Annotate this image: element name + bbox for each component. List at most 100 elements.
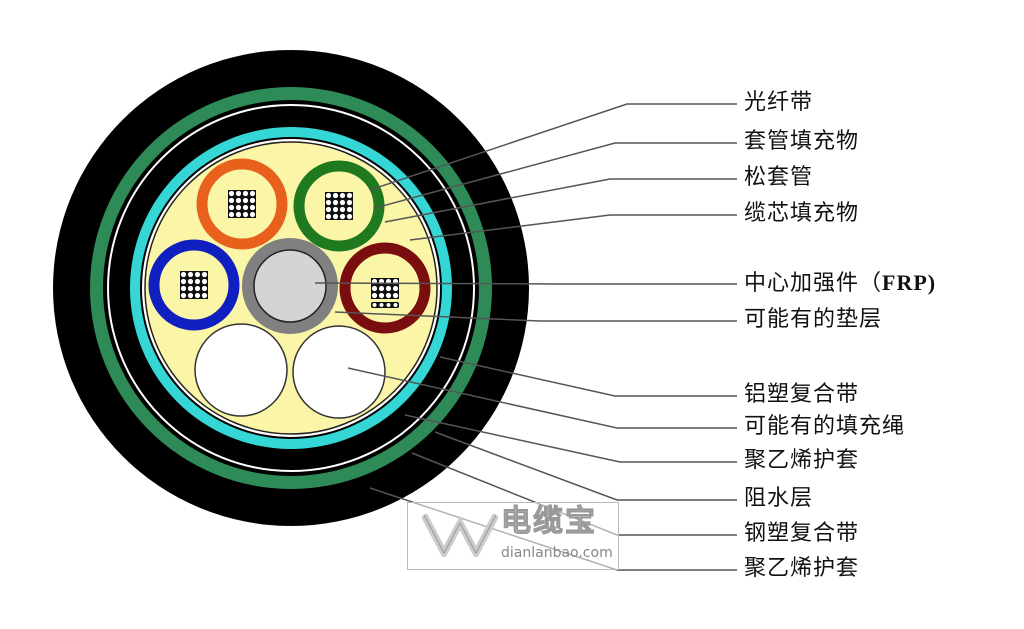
layer-label-text: 套管填充物 — [744, 129, 860, 154]
fiber — [242, 211, 249, 218]
fiber — [371, 285, 378, 292]
layer-label-text: 缆芯填充物 — [744, 201, 860, 226]
fiber — [194, 278, 201, 285]
leader-line — [404, 414, 737, 463]
leader-line — [347, 367, 737, 429]
fiber — [325, 206, 332, 213]
fiber — [339, 199, 346, 206]
fiber — [187, 271, 194, 278]
fiber — [392, 285, 399, 292]
loose-tube-green — [293, 160, 385, 252]
fiber — [325, 199, 332, 206]
water-blocking-layer — [107, 104, 475, 472]
fiber — [346, 199, 353, 206]
layer-label-text: 钢塑复合带 — [744, 521, 860, 546]
fiber — [346, 206, 353, 213]
fiber — [385, 292, 392, 299]
watermark-url: dianlanbao.com — [501, 545, 613, 561]
layer-label-text: 松套管 — [744, 165, 814, 190]
leader-line — [369, 103, 737, 191]
layer-label: 中心加强件（FRP) — [744, 270, 936, 297]
fiber — [187, 285, 194, 292]
fiber — [332, 199, 339, 206]
fiber — [228, 197, 235, 204]
watermark-name: 电缆宝 — [501, 504, 597, 539]
fiber — [371, 292, 378, 299]
fiber — [180, 292, 187, 299]
fiber — [201, 292, 208, 299]
fiber — [187, 292, 194, 299]
layer-label: 铝塑复合带 — [744, 382, 859, 408]
leader-line — [409, 214, 737, 241]
leader-line — [314, 282, 737, 285]
fiber — [187, 278, 194, 285]
leader-line — [439, 356, 737, 397]
fiber — [249, 204, 256, 211]
fiber — [235, 204, 242, 211]
fiber — [249, 211, 256, 218]
layer-label-suffix: FRP) — [882, 270, 937, 295]
fiber — [332, 192, 339, 199]
fiber — [228, 211, 235, 218]
fiber-ribbon — [180, 271, 208, 299]
fiber — [332, 206, 339, 213]
fiber — [392, 292, 399, 299]
leader-lines — [314, 103, 737, 571]
layer-label-text: 聚乙烯护套 — [744, 448, 860, 473]
layer-label-text: 可能有的垫层 — [744, 307, 883, 332]
fiber — [249, 197, 256, 204]
fiber — [249, 190, 256, 197]
fiber — [346, 192, 353, 199]
fiber-ribbon — [325, 192, 353, 220]
leader-line — [384, 178, 737, 223]
fiber — [235, 197, 242, 204]
fiber — [385, 285, 392, 292]
leader-line — [374, 142, 737, 209]
layer-label-text: 中心加强件（ — [744, 271, 883, 296]
layer-label: 光纤带 — [744, 90, 813, 116]
fiber — [339, 206, 346, 213]
fiber — [228, 204, 235, 211]
layer-label: 可能有的填充绳 — [744, 414, 905, 440]
layer-label: 套管填充物 — [744, 129, 859, 155]
leader-line — [334, 311, 737, 322]
layer-label: 聚乙烯护套 — [744, 448, 859, 474]
layer-label: 阻水层 — [744, 486, 813, 512]
fiber — [339, 213, 346, 220]
frp-sheath — [242, 238, 338, 334]
central-strength-member — [242, 238, 338, 334]
fiber — [201, 285, 208, 292]
fiber — [378, 285, 385, 292]
fiber — [242, 197, 249, 204]
fiber — [325, 192, 332, 199]
fiber — [180, 278, 187, 285]
fiber — [235, 211, 242, 218]
layer-label-text: 阻水层 — [744, 486, 814, 511]
fiber — [339, 192, 346, 199]
fiber — [228, 190, 235, 197]
fiber — [180, 285, 187, 292]
layer-label-text: 光纤带 — [744, 90, 814, 115]
fiber — [194, 292, 201, 299]
loose-tube-blue — [148, 239, 240, 331]
layer-label-text: 可能有的填充绳 — [744, 414, 906, 439]
layer-label: 松套管 — [744, 165, 813, 191]
fiber — [346, 213, 353, 220]
watermark: 电缆宝 dianlanbao.com — [407, 502, 619, 570]
layer-label-text: 聚乙烯护套 — [744, 556, 860, 581]
filler-rope-2 — [292, 325, 386, 419]
fiber — [235, 190, 242, 197]
loose-tubes — [148, 158, 431, 334]
fiber — [194, 271, 201, 278]
loose-tube-orange — [196, 158, 288, 250]
fiber — [242, 204, 249, 211]
layer-label: 可能有的垫层 — [744, 307, 882, 333]
fiber — [378, 292, 385, 299]
fiber — [242, 190, 249, 197]
fiber — [332, 213, 339, 220]
watermark-logo-icon — [422, 513, 498, 557]
fiber — [194, 285, 201, 292]
layer-label: 缆芯填充物 — [744, 201, 859, 227]
layer-label: 聚乙烯护套 — [744, 556, 859, 582]
